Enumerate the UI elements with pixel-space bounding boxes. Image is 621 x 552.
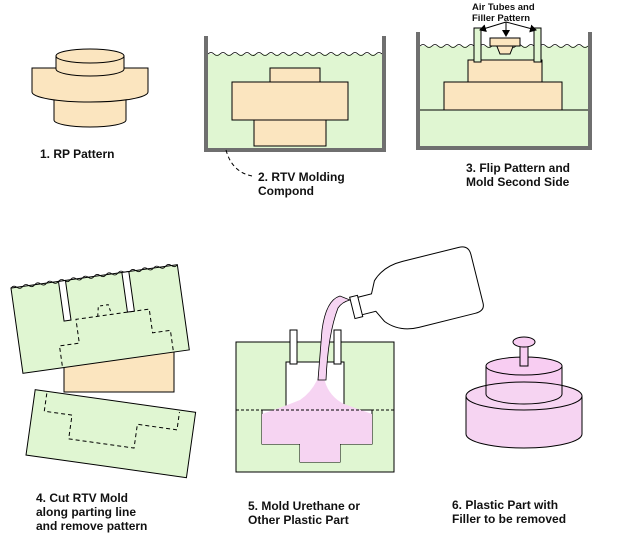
mold-surface-wave — [10, 264, 178, 289]
caption-line: and remove pattern — [36, 519, 148, 533]
caption-line: 2. RTV Molding — [258, 170, 345, 184]
pattern-bottom-block — [467, 59, 543, 83]
step1-caption: 1. RP Pattern — [40, 147, 114, 161]
caption-line: 3. Flip Pattern and — [466, 161, 571, 175]
urethane-fill — [262, 378, 372, 462]
filler-pattern — [489, 37, 521, 55]
caption-line: 4. Cut RTV Mold — [36, 491, 128, 505]
step2-rtv-molding — [204, 36, 386, 177]
mold-container — [204, 36, 386, 152]
caption-line: 6. Plastic Part with — [452, 498, 559, 512]
part-flange — [465, 381, 583, 411]
step4-caption: 4. Cut RTV Mold along parting line and r… — [36, 491, 147, 533]
mold-surface-wave — [207, 52, 383, 56]
step5-caption: 5. Mold Urethane or Other Plastic Part — [248, 499, 360, 527]
air-tubes-annotation: Air Tubes and Filler Pattern — [472, 2, 535, 24]
pour-stream — [317, 295, 352, 381]
part-bottom-cylinder — [465, 395, 583, 449]
container-pointer-line — [225, 149, 253, 177]
step2-caption: 2. RTV Molding Compond — [258, 170, 345, 198]
lower-mold-half — [25, 389, 197, 479]
caption-line: Mold Second Side — [466, 175, 570, 189]
pattern-mid-block — [231, 81, 349, 121]
pattern-top-block — [269, 67, 321, 83]
step4-cut-mold — [10, 264, 197, 479]
step1-rp-pattern — [31, 48, 149, 128]
step3-caption: 3. Flip Pattern and Mold Second Side — [466, 161, 570, 189]
pattern-mid-block — [443, 81, 563, 111]
pattern-middle-cylinder — [31, 67, 149, 103]
air-tube-right — [333, 329, 342, 365]
part-mid-cylinder — [485, 366, 563, 405]
air-tube-right — [121, 270, 135, 313]
step6-caption: 6. Plastic Part with Filler to be remove… — [452, 498, 566, 526]
cavity-outline — [58, 308, 174, 366]
step6-plastic-part — [465, 336, 583, 449]
annotation-arrow — [505, 21, 537, 33]
caption-line: 5. Mold Urethane or — [248, 499, 361, 513]
air-tubes — [473, 27, 542, 63]
caption-line: 1. RP Pattern — [40, 147, 115, 161]
urethane-bottle — [349, 246, 484, 330]
cavity-outline — [43, 393, 180, 449]
caption-line: Filler to be removed — [452, 512, 567, 526]
caption-line: Compond — [258, 184, 314, 198]
annotation-arrow — [479, 21, 507, 33]
annotation-line: Air Tubes and — [472, 2, 535, 13]
air-tube-left — [289, 329, 298, 365]
pattern-top-face — [55, 48, 125, 64]
pattern-bottom-block — [253, 119, 327, 147]
pattern-bottom-cylinder — [53, 93, 127, 128]
annotation-line: Filler Pattern — [472, 13, 531, 24]
mold-container — [416, 32, 592, 150]
air-tube-left — [57, 279, 72, 322]
caption-line: along parting line — [36, 505, 137, 519]
filler-knob — [512, 336, 536, 348]
channel-outline — [97, 304, 113, 317]
step5-mold-urethane — [235, 246, 484, 473]
caption-line: Other Plastic Part — [248, 513, 349, 527]
step3-flip-pattern — [416, 21, 592, 150]
